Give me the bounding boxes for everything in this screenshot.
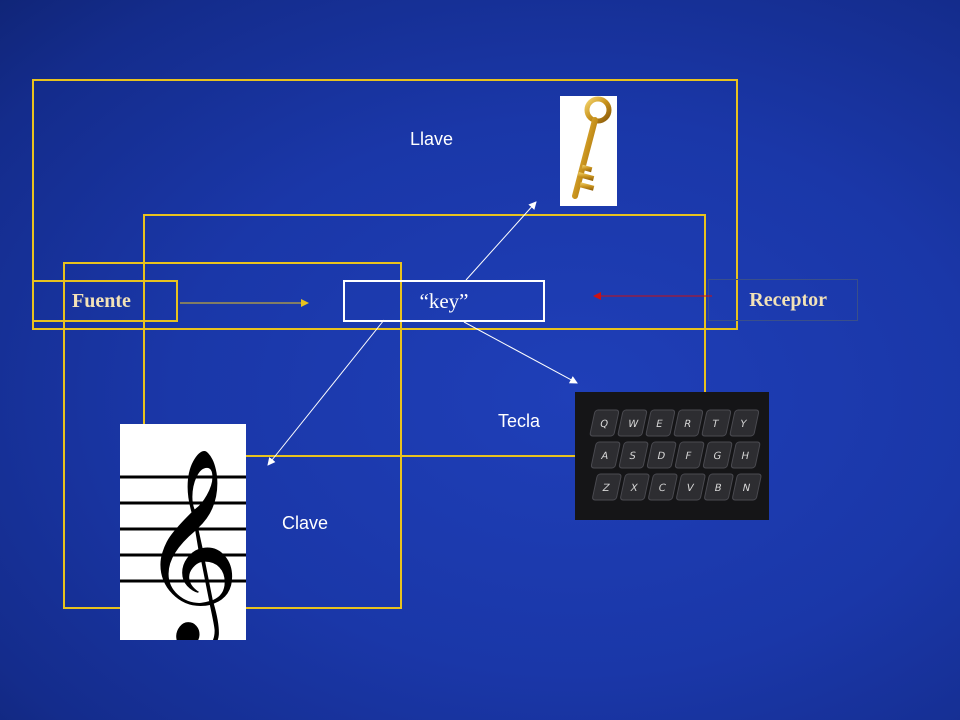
fuente-label: Fuente xyxy=(72,289,131,312)
llave-label: Llave xyxy=(410,129,454,149)
receptor-box: Receptor xyxy=(708,279,858,321)
keyboard-key xyxy=(674,441,705,469)
keyboard-key xyxy=(730,441,761,469)
treble-clef-icon: 𝄞 xyxy=(120,447,246,640)
tecla-frame xyxy=(143,214,706,457)
keyboard-key-label: Y xyxy=(738,419,748,430)
keyboard-key-label: Q xyxy=(599,419,609,430)
keyboard-icon: Q W E R T Y A S D F G H Z X C V B N xyxy=(575,392,769,520)
keyboard-key xyxy=(645,409,676,437)
llave-frame xyxy=(32,79,738,330)
keyboard-key xyxy=(589,409,620,437)
keyboard-key-label: X xyxy=(629,483,638,494)
keyboard-key xyxy=(732,473,762,501)
keyboard-key-label: D xyxy=(656,451,666,462)
keyboard-key xyxy=(618,441,649,469)
golden-key-image xyxy=(560,96,617,206)
tecla-label: Tecla xyxy=(498,411,541,431)
keyboard-key xyxy=(592,473,622,501)
keyboard-key xyxy=(620,473,650,501)
keyboard-key-label: V xyxy=(685,483,694,494)
treble-clef-image: 𝄞 xyxy=(120,424,246,640)
keyboard-key xyxy=(648,473,678,501)
clave-label: Clave xyxy=(282,513,329,533)
fuente-box: Fuente xyxy=(32,280,178,322)
keyboard-image: Q W E R T Y A S D F G H Z X C V B N xyxy=(575,392,769,520)
keyboard-key-label: S xyxy=(628,451,637,462)
keyboard-key xyxy=(676,473,706,501)
keyboard-key xyxy=(729,409,760,437)
keyboard-key xyxy=(617,409,648,437)
svg-text:𝄞: 𝄞 xyxy=(140,447,240,640)
keyboard-key xyxy=(702,441,733,469)
keyboard-key xyxy=(673,409,704,437)
keyboard-key-label: F xyxy=(684,451,692,462)
keyboard-key-label: W xyxy=(627,419,639,430)
keyboard-key-label: Z xyxy=(601,483,610,494)
keyboard-key-label: A xyxy=(600,451,609,462)
keyboard-key xyxy=(590,441,621,469)
keyboard-key-label: B xyxy=(713,483,722,494)
keyboard-key-label: T xyxy=(710,419,720,430)
keyboard-key-label: C xyxy=(657,483,666,494)
keyboard-key-label: N xyxy=(741,483,751,494)
key-label: “key” xyxy=(419,288,469,313)
keyboard-key-label: H xyxy=(740,451,750,462)
keyboard-key-label: R xyxy=(683,419,692,430)
keyboard-key xyxy=(704,473,734,501)
key-box: “key” xyxy=(343,280,545,322)
receptor-label: Receptor xyxy=(749,288,827,311)
keyboard-key-label: G xyxy=(712,451,722,462)
golden-key-icon xyxy=(572,96,612,199)
keyboard-key-label: E xyxy=(655,419,664,430)
keyboard-key xyxy=(701,409,732,437)
keyboard-key xyxy=(646,441,677,469)
